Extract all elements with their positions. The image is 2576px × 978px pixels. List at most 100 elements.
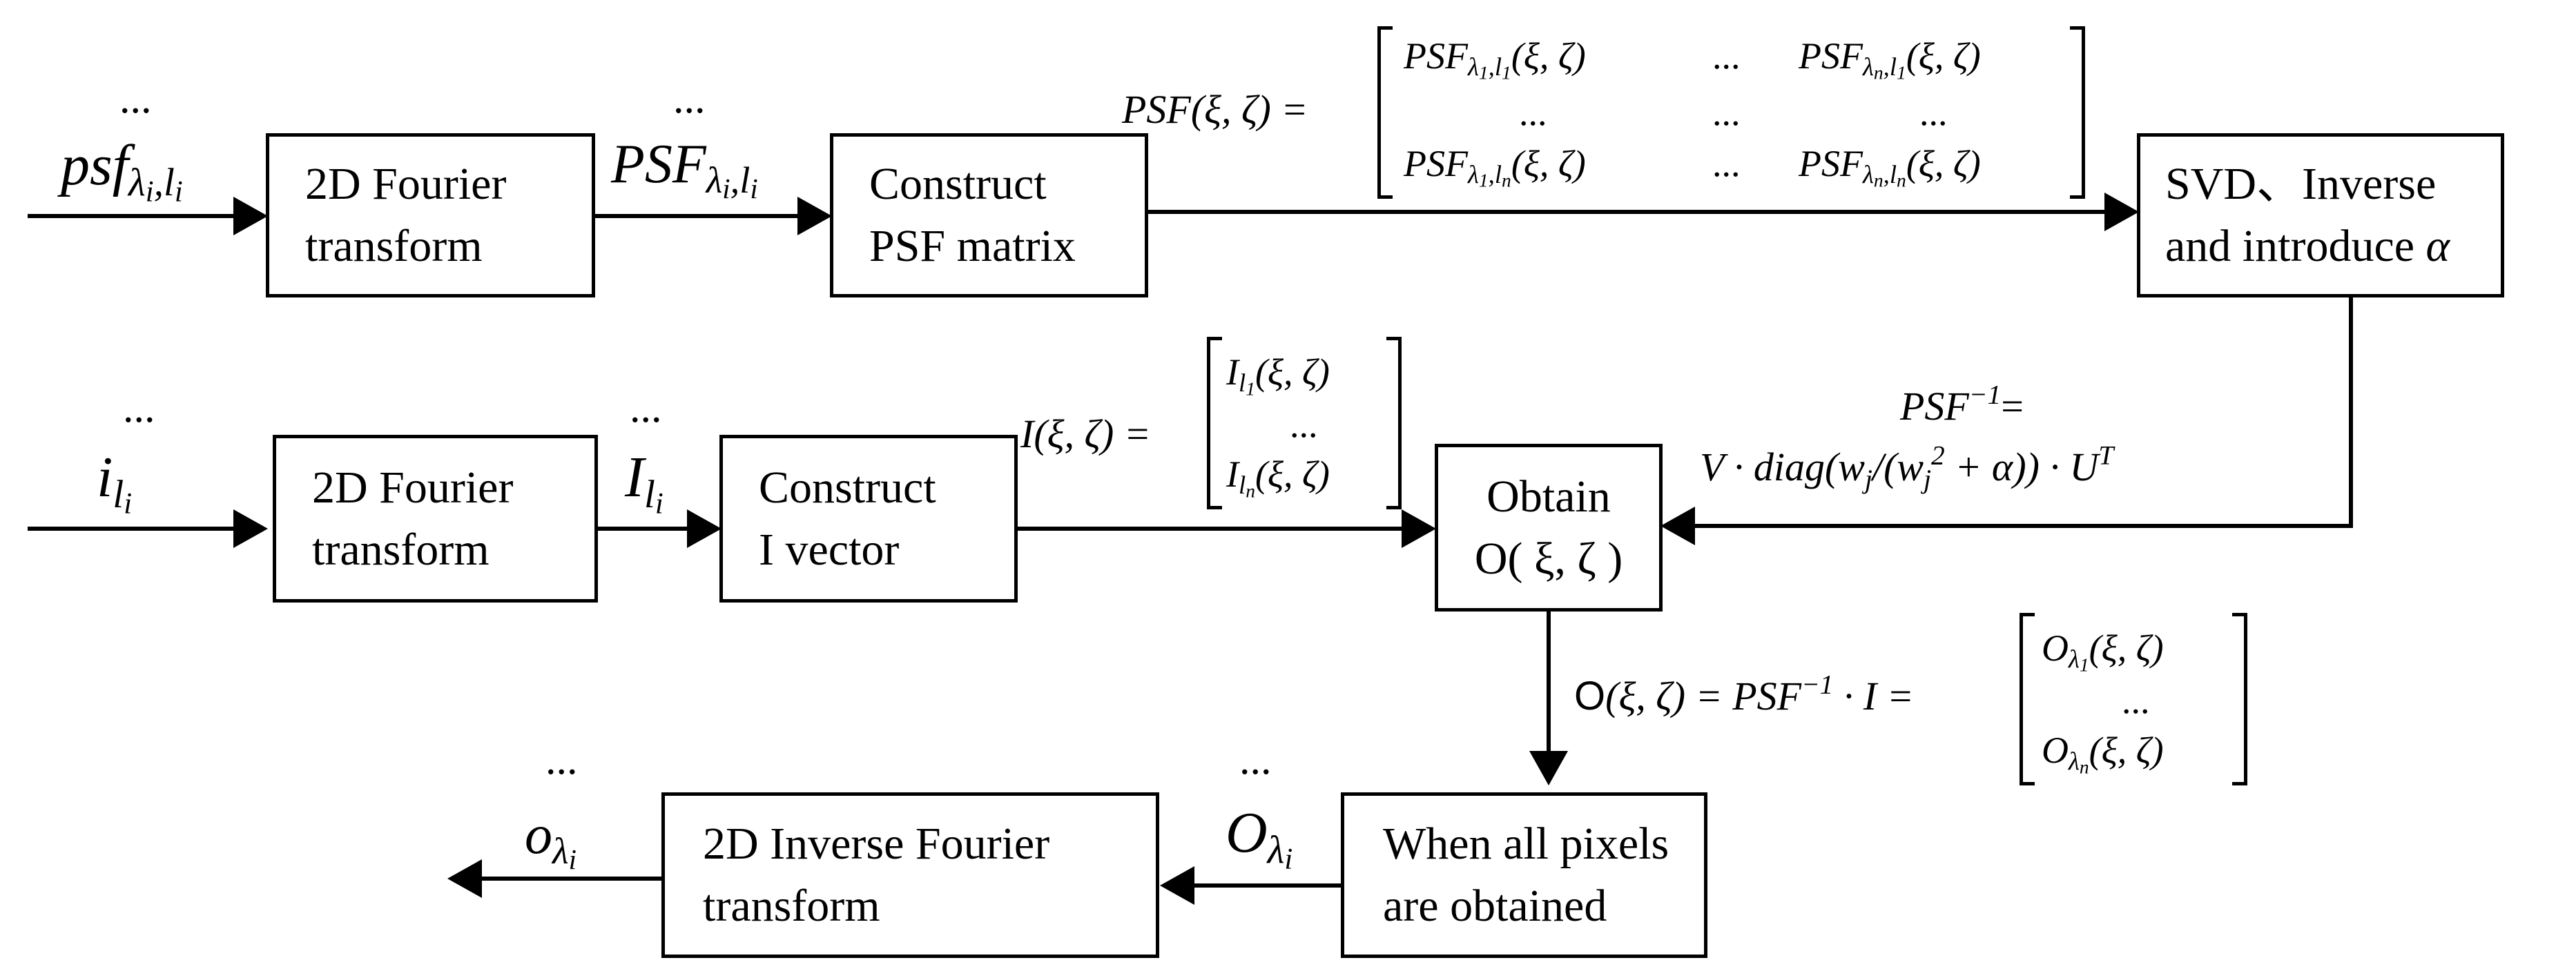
- PSF-out-base: PSF: [611, 134, 706, 195]
- psf-inv-eq: =: [2001, 384, 2024, 429]
- box-label-line2: O( ξ, ζ ): [1474, 533, 1623, 584]
- I-out-base: I: [625, 445, 644, 509]
- cell-sub: λ: [1862, 52, 1874, 81]
- cell-sub: λ: [1467, 160, 1479, 189]
- box-label-line2: transform: [312, 524, 490, 575]
- box-label-line1: SVD、Inverse: [2165, 159, 2437, 209]
- arrowhead-obtain-to-when-all: [1529, 751, 1568, 785]
- PSF-out-subsub2: i: [750, 173, 758, 205]
- psf-matrix-right-bracket: [2070, 26, 2085, 199]
- o-out-sub: λ: [552, 830, 569, 872]
- box-label-line2: PSF matrix: [869, 221, 1076, 271]
- O-lam-sub: λ: [1267, 828, 1285, 872]
- o-vector: Oλ1(ξ, ζ) ... Oλn(ξ, ζ): [2020, 613, 2247, 785]
- arrowhead-inverse-to-output: [447, 859, 482, 898]
- vector-cell: Iln(ξ, ζ): [1226, 453, 1330, 500]
- psf-inv-sup: −1: [1968, 379, 2002, 410]
- cell-s1: 1: [1478, 61, 1489, 84]
- matrix-cell: ...: [1712, 92, 1741, 133]
- psf-inverse-label: PSF−1=: [1900, 381, 2024, 429]
- cell-base: PSF: [1404, 143, 1468, 184]
- i-vector: Il1(ξ, ζ) ... Iln(ξ, ζ): [1207, 337, 1402, 509]
- arrowhead-fourier-to-construct-psf: [797, 197, 832, 235]
- cell-sub: l: [1238, 369, 1246, 398]
- box-label-line1: Obtain: [1486, 471, 1611, 522]
- i-vector-left-bracket: [1207, 337, 1222, 509]
- box-obtain-o: Obtain O( ξ, ζ ): [1435, 444, 1663, 612]
- cell-s1: n: [1246, 480, 1255, 502]
- ellipsis-o-out: ...: [545, 736, 578, 783]
- alpha-symbol: α: [2425, 221, 2450, 271]
- cell-arg: (ξ, ζ): [1906, 143, 1981, 184]
- ellipsis-psf-in: ...: [119, 75, 152, 122]
- arrowhead-fourier-to-construct-i: [687, 509, 722, 548]
- arrowhead-construct-i-to-obtain: [1402, 509, 1436, 548]
- cell-sub: λ: [1467, 52, 1479, 81]
- box-svd-inverse: SVD、Inverse and introduce α: [2137, 133, 2504, 297]
- i-equation-lhs: I(ξ, ζ) =: [1020, 411, 1151, 456]
- PSF-out-sub: λ: [706, 159, 723, 202]
- svd-pre: V · diag(w: [1700, 444, 1865, 489]
- cell-s2: 1: [1502, 61, 1511, 84]
- cell-base: PSF: [1404, 35, 1468, 77]
- svd-wsup2: 2: [1931, 440, 1945, 471]
- cell-arg: (ξ, ζ): [2089, 627, 2164, 669]
- box-label-line2: transform: [703, 881, 880, 931]
- vector-cell: ...: [2122, 680, 2150, 721]
- o-vector-left-bracket: [2020, 613, 2035, 785]
- cell-s2: n: [1502, 169, 1511, 191]
- svd-formula: V · diag(wj/(wj2 + α)) · UT: [1700, 442, 2113, 493]
- matrix-cell: PSFλn,l1(ξ, ζ): [1799, 35, 1981, 82]
- cell-base: I: [1226, 453, 1239, 495]
- cell-arg: (ξ, ζ): [1511, 143, 1586, 184]
- matrix-cell: PSFλn,ln(ξ, ζ): [1799, 143, 1981, 190]
- o-out-subsub: i: [568, 844, 577, 876]
- ellipsis-O-lambda: ...: [1239, 736, 1272, 783]
- cell-base: PSF: [1799, 35, 1863, 77]
- label-PSF-out: PSFλi,li: [611, 134, 758, 203]
- cell-mid: ,l: [1883, 52, 1897, 81]
- vector-cell: Il1(ξ, ζ): [1226, 351, 1330, 398]
- ellipsis-I-out: ...: [630, 384, 662, 431]
- svd-label-text: and introduce: [2165, 221, 2415, 271]
- vector-cell: ...: [1290, 404, 1318, 445]
- I-out-sub: l: [643, 472, 655, 516]
- box-label-line1: Construct: [869, 159, 1047, 209]
- O-lam-base: O: [1226, 801, 1268, 865]
- i-in-subsub: i: [124, 487, 133, 520]
- I-out-subsub: i: [655, 487, 664, 520]
- cell-sub: λ: [2069, 747, 2080, 776]
- cell-s1: n: [1873, 169, 1883, 191]
- arrowhead-input-psf: [233, 197, 268, 235]
- label-O-lambda: Oλi: [1226, 801, 1292, 874]
- cell-sub: λ: [2069, 645, 2080, 674]
- arrowhead-input-i: [233, 509, 268, 548]
- cell-sub: λ: [1862, 160, 1874, 189]
- i-in-base: i: [97, 445, 113, 509]
- o-eq-O: O: [1574, 674, 1606, 718]
- vector-cell: Oλ1(ξ, ζ): [2042, 627, 2164, 674]
- o-equation-lhs: O(ξ, ζ) = PSF−1 · I =: [1574, 671, 1914, 718]
- cell-s1: n: [1873, 61, 1883, 84]
- matrix-cell: ...: [1712, 35, 1741, 77]
- box-2d-inverse-fourier: 2D Inverse Fourier transform: [661, 792, 1159, 958]
- cell-s1: 1: [1478, 169, 1489, 191]
- matrix-cell: ...: [1712, 143, 1741, 184]
- o-eq-rest: · I =: [1833, 674, 1914, 718]
- psf-in-subsub: i: [145, 175, 154, 208]
- box-label-line1: 2D Fourier: [305, 159, 507, 209]
- cell-arg: (ξ, ζ): [1255, 351, 1330, 393]
- svd-sup: T: [2098, 440, 2114, 471]
- matrix-cell: PSFλ1,ln(ξ, ζ): [1404, 143, 1586, 190]
- label-I-out: Ili: [625, 449, 664, 519]
- o-eq-lhs: (ξ, ζ) = PSF: [1605, 674, 1802, 718]
- box-2d-fourier-top: 2D Fourier transform: [266, 133, 595, 297]
- box-label-line2: and introduce α: [2165, 215, 2501, 277]
- cell-s1: n: [2079, 756, 2089, 778]
- cell-mid: ,l: [1488, 52, 1502, 81]
- cell-s2: n: [1897, 169, 1906, 191]
- i-vector-right-bracket: [1386, 337, 1402, 509]
- label-o-out: oλi: [525, 808, 577, 874]
